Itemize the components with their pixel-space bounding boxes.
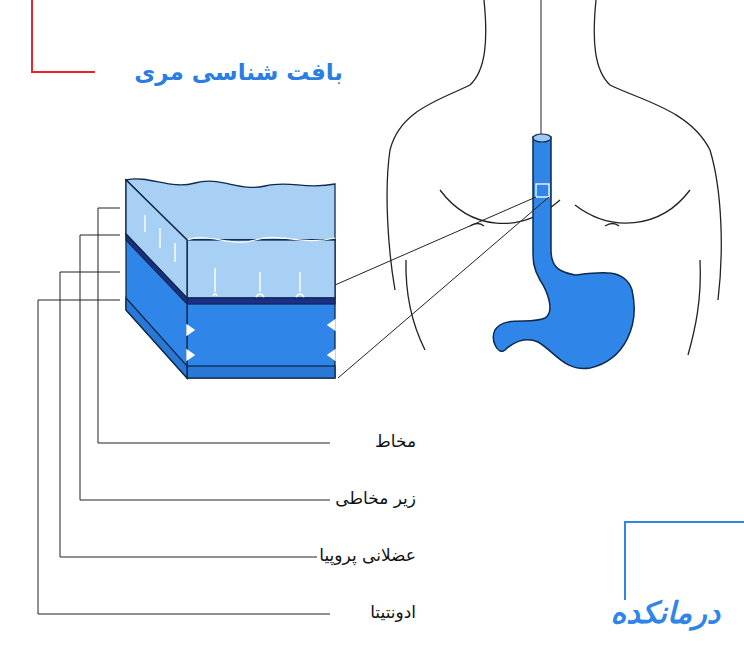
watermark-logo: درمانکده <box>611 595 720 630</box>
zoom-line <box>338 197 549 378</box>
diagram-title: بافت شناسی مری <box>134 59 343 85</box>
zoom-square <box>536 184 549 197</box>
layer-label: مخاط <box>373 431 418 451</box>
tissue-block <box>126 179 335 378</box>
leader-lines <box>38 208 330 614</box>
esophagus-stomach <box>493 137 634 369</box>
esophagus-opening <box>533 134 551 142</box>
guide-line <box>541 0 542 140</box>
title-bracket <box>32 0 95 72</box>
layer-label: ادونتیتا <box>368 602 418 622</box>
glands <box>145 215 335 360</box>
layer-label: زیر مخاطی <box>333 488 418 508</box>
layer-label: عضلانی پروپیا <box>317 545 418 565</box>
zoom-line <box>335 197 536 285</box>
logo-bracket <box>625 522 744 600</box>
